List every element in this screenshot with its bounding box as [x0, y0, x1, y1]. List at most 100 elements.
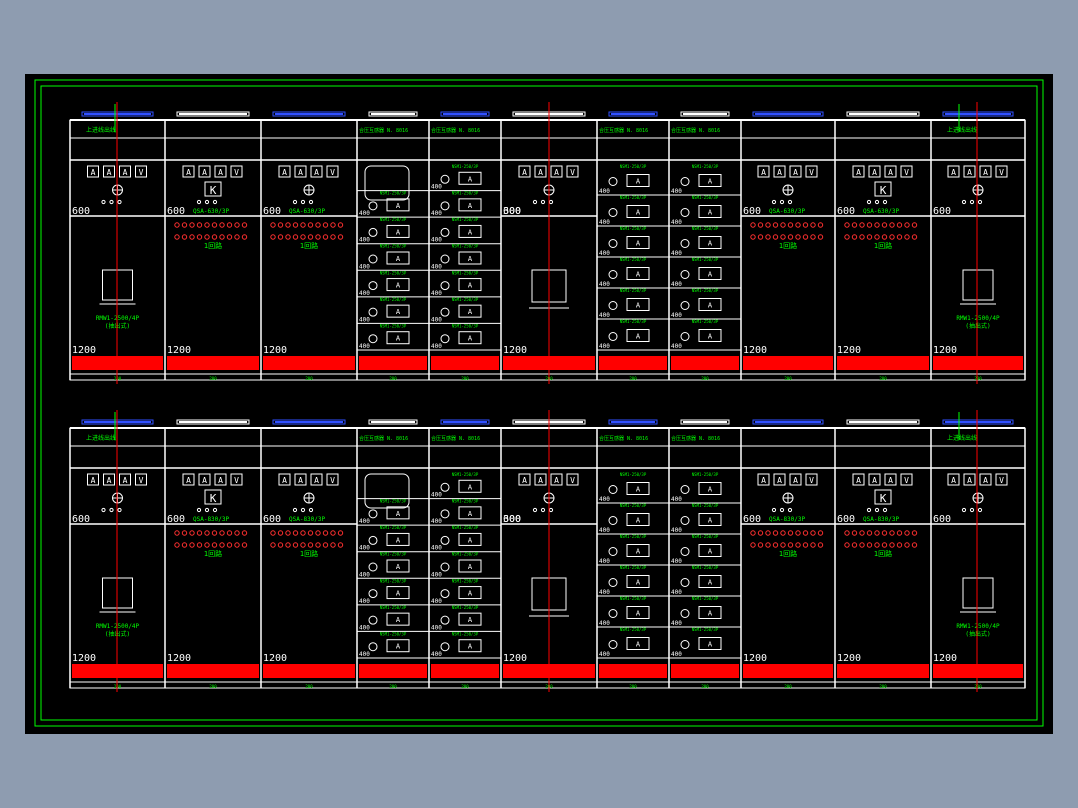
- meter-glyph: A: [202, 476, 207, 485]
- drawer-meter-glyph: A: [708, 641, 713, 649]
- drawer-meter-glyph: A: [708, 178, 713, 186]
- meter-glyph: A: [983, 168, 988, 177]
- drawer-height-label: 400: [599, 558, 610, 565]
- feeder-indicator-icon: [866, 530, 873, 536]
- drawer-meter-box: [626, 606, 650, 619]
- meter-glyph: A: [951, 476, 956, 485]
- drawer-label: NSM1-250/3P: [620, 627, 647, 632]
- drawer-meter-box: [698, 482, 722, 495]
- meter-glyph: V: [330, 476, 335, 485]
- meter-glyph: A: [888, 168, 893, 177]
- indicator-lamp-icon: [866, 199, 872, 205]
- feeder-indicator-icon: [219, 222, 225, 228]
- meter-glyph: A: [298, 476, 303, 485]
- drawer-meter-box: [698, 236, 722, 249]
- height-dim-600: 600: [837, 514, 855, 525]
- feeder-indicator-icon: [219, 234, 225, 240]
- drawer-handle-icon: [440, 615, 450, 625]
- height-dim-600: 600: [263, 206, 281, 217]
- meter-box: [326, 473, 339, 486]
- drawer-handle-icon: [368, 589, 378, 599]
- feeder-indicator-icon: [219, 542, 225, 548]
- feeder-indicator-icon: [802, 530, 809, 536]
- feeder-indicator-icon: [810, 542, 816, 548]
- drawer-meter-box: [386, 331, 410, 345]
- feeder-indicator-icon: [851, 222, 858, 228]
- meter-box: [884, 473, 897, 486]
- indicator-lamp-icon: [212, 199, 218, 205]
- drawer-meter-glyph: A: [396, 536, 401, 544]
- drawer-meter-glyph: A: [468, 228, 473, 236]
- feeder-indicator-icon: [234, 542, 240, 548]
- drawer-meter-box: [458, 639, 482, 653]
- base-dim-label: 200: [879, 684, 887, 689]
- feeder-indicator-icon: [844, 222, 850, 228]
- feeder-indicator-icon: [904, 222, 910, 228]
- drawer-meter-glyph: A: [636, 579, 641, 587]
- feeder-indicator-icon: [292, 222, 299, 228]
- indicator-lamp-icon: [548, 199, 554, 205]
- feeder-indicator-icon: [277, 234, 284, 240]
- main-breaker-box: [962, 269, 994, 301]
- feeder-indicator-icon: [211, 222, 218, 228]
- feeder-indicator-icon: [174, 222, 180, 228]
- meter-box: [947, 165, 960, 178]
- feeder-indicator-icon: [204, 542, 210, 548]
- drawer-meter-box: [626, 482, 650, 495]
- drawer-label: NSM1-250/3P: [620, 565, 647, 570]
- drawer-meter-glyph: A: [708, 579, 713, 587]
- height-dim-1200: 1200: [933, 653, 957, 664]
- meter-glyph: A: [856, 168, 861, 177]
- feeder-indicator-icon: [859, 234, 865, 240]
- feeder-indicator-icon: [174, 542, 180, 548]
- indicator-lamp-icon: [548, 507, 554, 513]
- feeder-indicator-icon: [174, 530, 180, 536]
- feeder-indicator-icon: [911, 234, 918, 240]
- feeder-indicator-icon: [330, 530, 336, 536]
- drawer-label: NSM1-250/3P: [380, 244, 407, 249]
- meter-box: [963, 473, 976, 486]
- meter-glyph: A: [554, 476, 559, 485]
- height-dim-600: 600: [263, 514, 281, 525]
- indicator-lamp-icon: [300, 199, 306, 205]
- height-dim-600: 600: [167, 206, 185, 217]
- busbar-cap-fill: [683, 421, 727, 423]
- drawer-meter-glyph: A: [636, 610, 641, 618]
- feeder-indicator-icon: [750, 530, 756, 536]
- feeder-indicator-icon: [181, 530, 188, 536]
- drawer-handle-icon: [608, 547, 618, 556]
- busbar-cap-fill: [275, 113, 343, 115]
- drawer-handle-icon: [608, 640, 618, 649]
- switch-label: QSA-830/3P: [769, 516, 806, 523]
- feeder-indicator-icon: [765, 222, 771, 228]
- red-base-strip: [933, 664, 1023, 678]
- drawer-height-label: 400: [431, 290, 442, 297]
- height-dim-1200: 1200: [837, 345, 861, 356]
- feeder-label: 1回路: [300, 241, 318, 250]
- red-base-strip: [837, 664, 929, 678]
- meter-box: [534, 165, 547, 178]
- drawer-meter-box: [698, 174, 722, 187]
- meter-box: [963, 165, 976, 178]
- k-glyph: K: [210, 184, 217, 197]
- busbar-cap: [846, 419, 920, 425]
- meter-box: [135, 473, 147, 486]
- busbar-cap-fill: [179, 421, 247, 423]
- feeder-indicator-icon: [211, 542, 218, 548]
- drawer-meter-glyph: A: [468, 563, 473, 571]
- indicator-lamp-icon: [977, 507, 983, 513]
- drawer-label: NSM1-250/3P: [380, 578, 407, 583]
- drawer-handle-icon: [608, 270, 618, 279]
- drawer-height-label: 400: [431, 263, 442, 270]
- feeder-indicator-icon: [795, 222, 801, 228]
- drawer-label: NSM1-250/3P: [380, 270, 407, 275]
- indicator-lamp-icon: [117, 199, 122, 205]
- metering-label: 合压互感器 N. 8016: [359, 435, 408, 442]
- feeder-label: 1回路: [204, 241, 222, 250]
- switch-label: QSA-630/3P: [193, 208, 230, 215]
- drawer-handle-icon: [680, 516, 690, 525]
